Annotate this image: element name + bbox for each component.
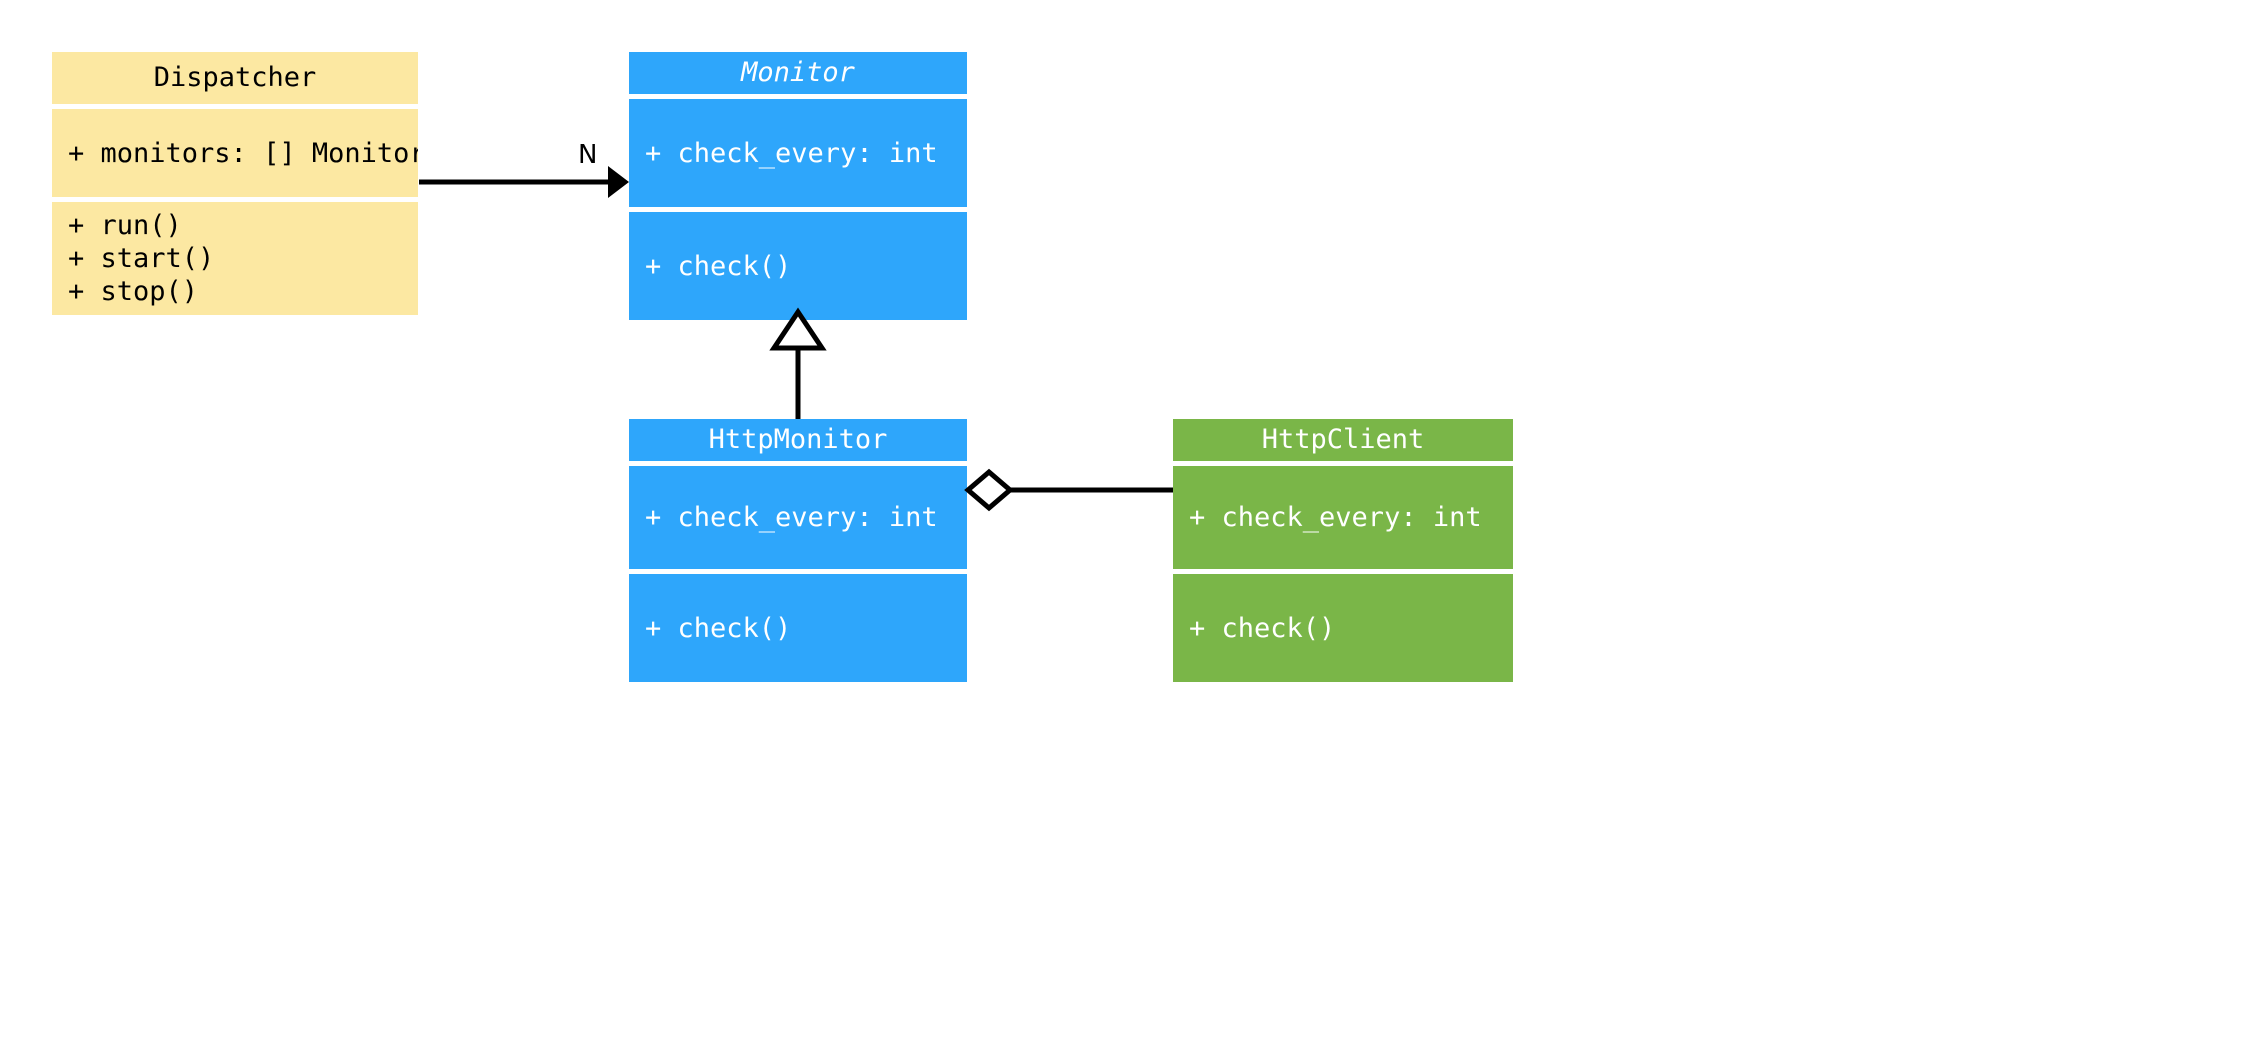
operation-row: + start() [68,243,215,274]
class-name-httpmonitor: HttpMonitor [708,424,888,456]
class-operations-compartment: + check() [1173,574,1513,682]
operation-row: + check() [645,612,792,644]
class-title-compartment: Monitor [629,52,967,94]
class-attributes-compartment: + check_every: int [629,99,967,207]
operation-row: + run() [68,210,182,241]
solid-arrowhead-icon [608,166,629,198]
class-title-compartment: HttpClient [1173,419,1513,461]
class-operations-compartment: + check() [629,212,967,320]
class-name-dispatcher: Dispatcher [153,62,317,94]
edge-dispatcher-to-monitor [419,166,629,198]
class-attributes-compartment: + check_every: int [629,466,967,569]
class-operations-compartment: + check() [629,574,967,682]
attribute-row: + monitors: [] Monitor [68,137,418,169]
edge-httpmonitor-to-monitor [769,307,827,419]
class-operations-compartment: + run() + start() + stop() [52,202,418,315]
class-name-httpclient: HttpClient [1261,424,1425,456]
class-attributes-compartment: + monitors: [] Monitor [52,109,418,197]
operation-row: + check() [645,250,792,282]
uml-class-httpmonitor[interactable]: HttpMonitor + check_every: int + check() [629,419,967,682]
operation-row: + check() [1189,612,1336,644]
class-attributes-compartment: + check_every: int [1173,466,1513,569]
attribute-row: + check_every: int [645,137,938,169]
uml-class-monitor[interactable]: Monitor + check_every: int + check() [629,52,967,320]
uml-class-dispatcher[interactable]: Dispatcher + monitors: [] Monitor + run(… [52,52,418,315]
hollow-diamond-icon [964,468,1014,512]
class-title-compartment: HttpMonitor [629,419,967,461]
attribute-row: + check_every: int [1189,502,1482,533]
multiplicity-label-n: N [578,140,598,170]
operation-row: + stop() [68,276,199,307]
edge-httpmonitor-to-httpclient [964,468,1173,512]
class-title-compartment: Dispatcher [52,52,418,104]
uml-class-httpclient[interactable]: HttpClient + check_every: int + check() [1173,419,1513,682]
attribute-row: + check_every: int [645,502,938,533]
class-name-monitor: Monitor [741,57,855,89]
